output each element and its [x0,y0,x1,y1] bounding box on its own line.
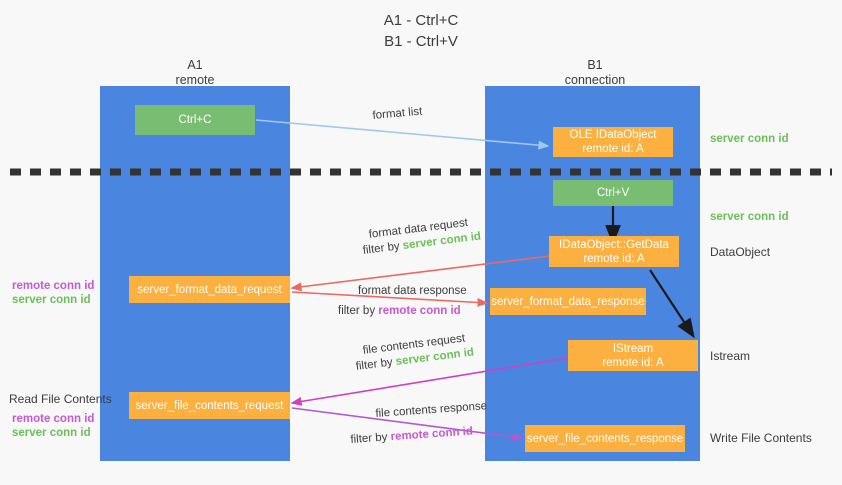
column-header-a1: A1 remote [120,58,270,88]
box-idataobject-getdata[interactable]: IDataObject::GetData remote id: A [549,236,679,267]
box-server-file-contents-request[interactable]: server_file_contents_request [129,392,290,419]
right-label-istream: Istream [710,349,751,363]
right-label-server-conn-id-second: server conn id [710,211,789,223]
right-label-write-file-contents: Write File Contents [710,431,812,445]
box-server-file-contents-request-label: server_file_contents_request [135,399,284,412]
filter-value-remote-conn-id: remote conn id [378,305,461,317]
edge-label-format-list-text: format list [372,105,423,122]
filter-prefix: filter by [338,305,379,317]
box-ctrl-c-label: Ctrl+C [178,114,212,126]
box-ole-idataobject-line1: OLE IDataObject [569,129,657,141]
filter-prefix: filter by [350,431,392,446]
edge-label-file-contents-response: file contents response [375,399,488,422]
box-ctrl-c[interactable]: Ctrl+C [135,105,255,135]
edge-label-format-data-response-text: format data response [358,285,467,297]
edge-label-format-list: format list [372,105,423,124]
column-header-b1: B1 connection [520,58,670,88]
diagram-title: A1 - Ctrl+C B1 - Ctrl+V [0,10,842,52]
title-line-2: B1 - Ctrl+V [384,33,458,50]
left-label-remote-conn-id-lower: remote conn id [12,413,95,425]
box-istream[interactable]: IStream remote id: A [568,340,698,371]
edge-label-format-data-response: format data response [358,284,467,299]
left-label-server-conn-id-upper: server conn id [12,294,91,306]
box-ole-idataobject-line2: remote id: A [582,143,644,155]
edge-label-file-contents-response-filter: filter by remote conn id [350,424,473,448]
edge-label-file-contents-response-text: file contents response [375,400,488,420]
title-line-1: A1 - Ctrl+C [383,12,459,29]
left-label-read-file-contents: Read File Contents [9,392,112,406]
box-ctrl-v[interactable]: Ctrl+V [553,180,673,206]
right-label-server-conn-id-top: server conn id [710,133,789,145]
box-server-file-contents-response[interactable]: server_file_contents_response [525,425,685,452]
edge-label-format-data-response-filter: filter by remote conn id [338,304,461,319]
left-label-server-conn-id-lower: server conn id [12,427,91,439]
box-server-format-data-response[interactable]: server_format_data_response [490,288,646,315]
box-istream-line2: remote id: A [602,356,664,369]
right-label-dataobject: DataObject [710,245,771,259]
filter-prefix: filter by [355,356,397,373]
filter-value-remote-conn-id: remote conn id [390,425,474,444]
box-ctrl-v-label: Ctrl+V [596,187,630,199]
filter-prefix: filter by [362,240,404,257]
box-server-format-data-request-label: server_format_data_request [137,283,282,296]
column-b1-name: B1 [587,58,603,72]
box-server-file-contents-response-label: server_file_contents_response [526,432,684,445]
box-idataobject-getdata-line1: IDataObject::GetData [559,238,669,251]
column-a1-sub: remote [175,73,215,87]
column-b1-sub: connection [564,73,626,87]
box-server-format-data-response-label: server_format_data_response [491,295,645,308]
box-idataobject-getdata-line2: remote id: A [583,252,645,265]
box-istream-line1: IStream [612,342,654,355]
left-label-remote-conn-id-upper: remote conn id [12,280,95,292]
column-a1-name: A1 [187,58,203,72]
box-ole-idataobject[interactable]: OLE IDataObject remote id: A [553,127,673,157]
box-server-format-data-request[interactable]: server_format_data_request [129,276,290,303]
